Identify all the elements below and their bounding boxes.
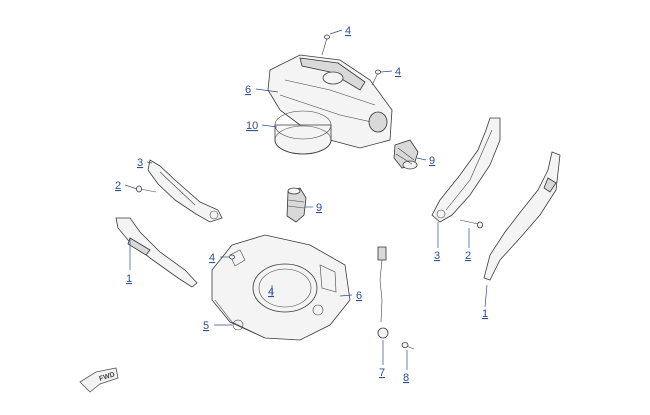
bolt-right <box>459 219 483 229</box>
bolt-small <box>401 342 415 350</box>
chain-guide-left-lower <box>115 217 198 288</box>
sensor-lower <box>286 187 307 223</box>
cylinder-head-upper <box>267 54 393 149</box>
cylinder-liner <box>274 110 332 155</box>
wire-sensor <box>377 246 389 339</box>
bolt-top-a <box>321 34 330 56</box>
callout-3b: 3 <box>434 250 440 262</box>
callout-1a: 1 <box>126 273 132 285</box>
bolt-left <box>136 185 157 193</box>
fwd-arrow: FWD <box>79 367 119 393</box>
callout-4b: 4 <box>395 66 401 78</box>
callout-4c: 4 <box>209 252 215 264</box>
chain-guide-right-upper <box>431 117 501 223</box>
leader-lines <box>124 29 488 370</box>
callout-9b: 9 <box>316 202 322 214</box>
callout-6a: 6 <box>245 84 251 96</box>
sensor-upper <box>393 139 419 170</box>
callout-5: 5 <box>203 320 209 332</box>
chain-guide-right-lower <box>483 151 561 281</box>
callout-2a: 2 <box>115 180 121 192</box>
bolt-top-b <box>371 69 381 86</box>
callout-1b: 1 <box>482 308 488 320</box>
callouts: 4 4 6 10 9 3 2 9 1 3 2 4 4 6 5 1 7 8 <box>115 25 488 384</box>
fwd-label: FWD <box>98 371 115 383</box>
callout-10: 10 <box>246 120 258 132</box>
cylinder-block <box>211 234 351 341</box>
callout-4d: 4 <box>268 286 274 298</box>
callout-3a: 3 <box>137 157 143 169</box>
callout-8: 8 <box>403 372 409 384</box>
callout-7: 7 <box>379 367 385 379</box>
fwd-arrow-icon <box>79 367 119 393</box>
callout-9a: 9 <box>429 155 435 167</box>
callout-4a: 4 <box>345 25 351 37</box>
chain-guide-left-upper <box>147 159 223 223</box>
bolt-block-a <box>229 254 235 260</box>
callout-6b: 6 <box>356 290 362 302</box>
callout-2b: 2 <box>465 250 471 262</box>
